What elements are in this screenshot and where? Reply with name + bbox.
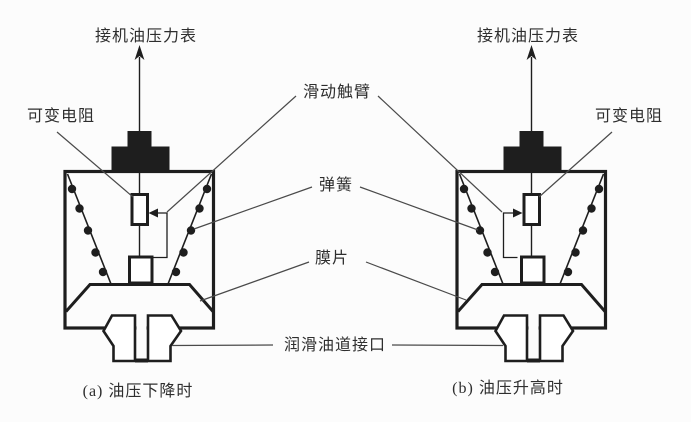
diaphragm-plate (456, 283, 607, 313)
caption-b: (b) 油压升高时 (452, 379, 564, 397)
leader-spring-right (359, 186, 479, 231)
leader-spring-left (193, 186, 313, 230)
leader-contact-arm-left (166, 95, 297, 213)
oil-channel-opening (136, 324, 147, 332)
spring-coil-left (458, 173, 504, 285)
caption-a: (a) 油压下降时 (83, 382, 194, 400)
diaphragm-label: 膜片 (315, 249, 349, 267)
spring-bead (594, 184, 604, 194)
sliding-contact-arm (502, 208, 523, 259)
contact-arrow-left-icon (148, 208, 158, 218)
spring-bead (563, 267, 573, 277)
oil-port-left-half (493, 314, 529, 363)
spring-bead (475, 226, 485, 235)
terminal-cap (503, 131, 562, 171)
leader-oil-port-left (171, 344, 274, 347)
spring-bead (195, 204, 204, 213)
gauge-arrow-head-icon (526, 45, 537, 60)
gauge-arrow-head-icon (134, 45, 145, 60)
oil-channel-opening (528, 324, 539, 332)
oil-passage-port-label: 润滑油道接口 (284, 336, 386, 354)
contact-arm-bracket (151, 212, 168, 259)
spring-bead (202, 184, 212, 194)
spring-label: 弹簧 (319, 175, 353, 194)
spring-bead (83, 226, 93, 235)
leader-contact-arm-right (377, 95, 503, 213)
slider-block (128, 255, 154, 285)
leader-diaphragm-right (365, 261, 467, 301)
terminal-cap (111, 131, 170, 171)
spring-bead (483, 248, 492, 257)
oil-port-seal (527, 358, 540, 363)
variable-resistor-label-right: 可变电阻 (595, 107, 663, 125)
spring-bead (98, 267, 108, 277)
spring-coil-left (66, 173, 112, 285)
spring-bead (179, 248, 188, 257)
spring-bead (91, 248, 100, 257)
oil-port-right-half (538, 314, 575, 363)
oil-port-fitting (493, 314, 575, 363)
spring-bead (67, 184, 77, 194)
variable-resistor (130, 193, 149, 226)
leader-variable-resistor-left (56, 131, 134, 198)
diaphragm-plate (64, 283, 215, 313)
sensor-unit-b (455, 45, 608, 363)
spring-bead (171, 267, 181, 277)
leader-variable-resistor-right (538, 131, 613, 198)
spring-bead (467, 204, 476, 213)
variable-resistor-label-left: 可变电阻 (27, 107, 95, 125)
variable-resistor (522, 193, 541, 226)
spring-bead (571, 248, 580, 257)
spring-bead (186, 226, 196, 235)
spring-coil-right (559, 173, 605, 285)
spring-bead (490, 267, 500, 277)
spring-bead (587, 204, 596, 213)
spring-bead (75, 204, 84, 213)
spring-bead (459, 184, 469, 194)
slider-block (520, 255, 546, 285)
spring-coil-right (167, 173, 213, 285)
contact-arrow-right-icon (513, 208, 523, 218)
contact-arm-bracket (502, 212, 520, 259)
leader-oil-port-right (391, 344, 504, 347)
oil-port-right-half (146, 314, 183, 363)
sliding-contact-arm (148, 208, 168, 259)
sliding-contact-arm-label: 滑动触臂 (303, 83, 371, 101)
leader-diaphragm-left (199, 261, 310, 302)
sensor-unit-a (63, 45, 216, 363)
gauge-label-right: 接机油压力表 (477, 27, 579, 45)
spring-bead (578, 226, 588, 235)
oil-port-fitting (101, 314, 183, 363)
oil-port-left-half (101, 314, 137, 363)
gauge-label-left: 接机油压力表 (95, 27, 197, 45)
oil-port-seal (135, 358, 148, 363)
